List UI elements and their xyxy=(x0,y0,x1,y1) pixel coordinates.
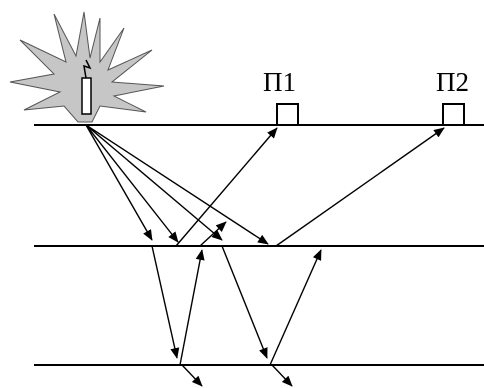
receiver-p2: П2 xyxy=(436,67,469,126)
receiver-p1: П1 xyxy=(263,67,299,126)
refracted-rays xyxy=(151,245,268,359)
ray xyxy=(271,364,293,387)
receiver-p1-label: П1 xyxy=(263,67,296,97)
ray xyxy=(221,245,268,359)
ray xyxy=(179,249,205,366)
transmitted-rays xyxy=(181,364,293,387)
reflected-rays-boundary-1 xyxy=(175,127,445,247)
reflected-rays-boundary-2 xyxy=(179,249,322,366)
ray xyxy=(85,124,153,241)
ray xyxy=(199,221,227,247)
ray xyxy=(175,127,278,247)
ray xyxy=(85,124,223,241)
ray xyxy=(275,127,445,247)
receiver-p2-box xyxy=(442,103,465,126)
receiver-p1-box xyxy=(276,103,299,126)
upgoing-rays xyxy=(199,221,227,247)
ray xyxy=(85,124,179,243)
ray xyxy=(151,245,180,359)
ray xyxy=(181,364,203,387)
ray xyxy=(269,249,322,366)
receiver-p2-label: П2 xyxy=(436,67,469,97)
ray xyxy=(85,124,269,245)
explosion-source-icon xyxy=(9,11,165,123)
incident-rays xyxy=(85,124,269,245)
